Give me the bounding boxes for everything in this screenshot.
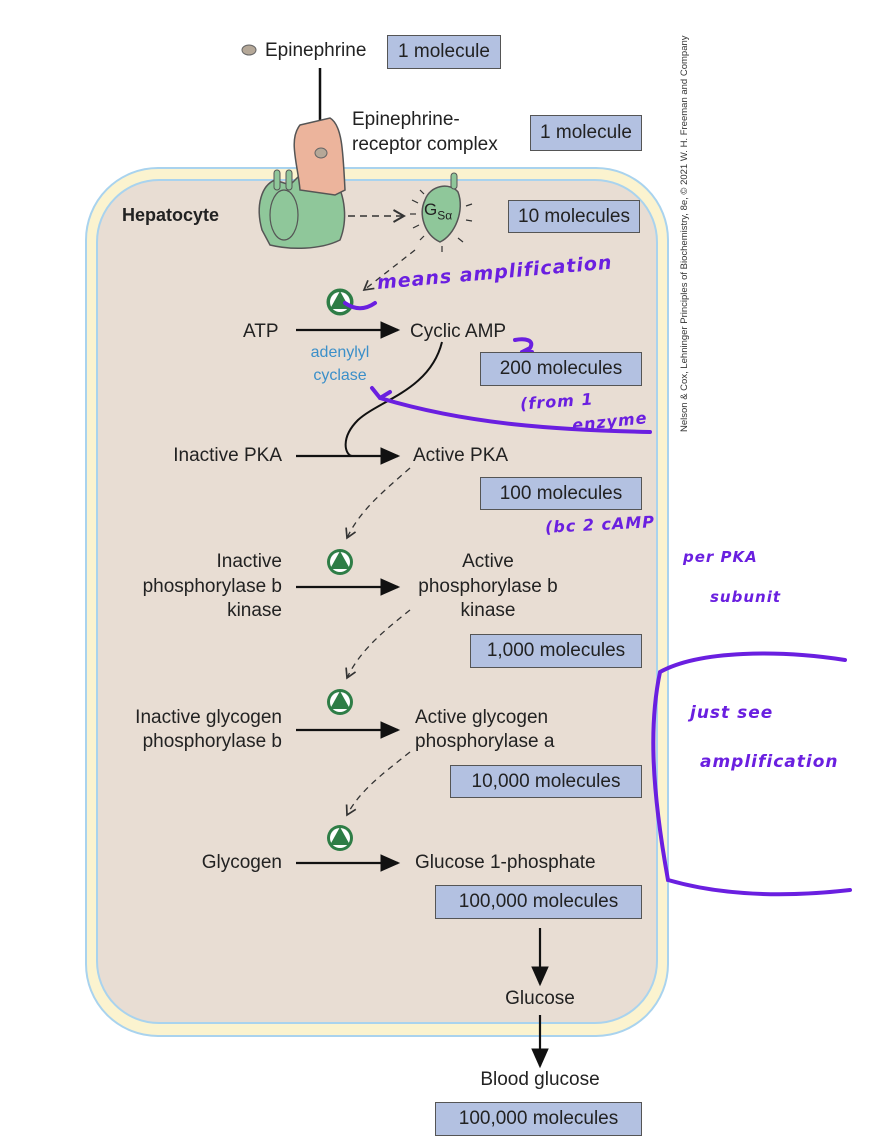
gs-label-sub: Sα xyxy=(437,208,453,223)
note-bc-2: per PKA xyxy=(683,548,758,566)
atp-label: ATP xyxy=(243,321,279,342)
count-box: 100,000 molecules xyxy=(435,1102,642,1136)
count-box: 1 molecule xyxy=(530,115,642,151)
glycogen-label: Glycogen xyxy=(201,852,282,873)
count-box: 100 molecules xyxy=(480,477,642,510)
note-bc-3: subunit xyxy=(710,588,782,606)
glucose-1-phosphate-label: Glucose 1-phosphate xyxy=(415,852,596,873)
handwritten-marks xyxy=(343,301,852,897)
epinephrine-label: Epinephrine xyxy=(265,40,367,61)
active-phosphorylase-1: Active glycogen xyxy=(415,707,549,728)
complex-label-2: receptor complex xyxy=(352,134,498,155)
gs-alpha-icon xyxy=(410,172,473,252)
gs-label-main: G xyxy=(424,200,438,219)
credit-text: Nelson & Cox, Lehninger Principles of Bi… xyxy=(679,35,690,432)
note-just-1: just see xyxy=(690,703,774,723)
epinephrine-icon xyxy=(241,44,257,56)
amplification-icon xyxy=(327,689,353,715)
amplification-icon xyxy=(327,825,353,851)
active-kinase-1: Active xyxy=(462,551,514,572)
cell-interior xyxy=(96,179,658,1024)
count-box: 200 molecules xyxy=(480,352,642,386)
active-kinase-3: kinase xyxy=(460,600,516,621)
inactive-phosphorylase-1: Inactive glycogen xyxy=(135,707,282,728)
inactive-phosphorylase-2: phosphorylase b xyxy=(142,731,282,752)
count-box: 1 molecule xyxy=(387,35,501,69)
count-box: 10,000 molecules xyxy=(450,765,642,798)
inactive-pka-label: Inactive PKA xyxy=(173,445,282,466)
inactive-kinase-1: Inactive xyxy=(216,551,282,572)
count-box: 1,000 molecules xyxy=(470,634,642,668)
cell-label: Hepatocyte xyxy=(122,205,220,225)
inactive-kinase-3: kinase xyxy=(227,600,282,621)
camp-label: Cyclic AMP xyxy=(410,321,507,342)
enzyme-label-1: adenylyl xyxy=(310,344,370,361)
count-box: 100,000 molecules xyxy=(435,885,642,919)
active-pka-label: Active PKA xyxy=(413,445,509,466)
blood-glucose-label: Blood glucose xyxy=(480,1069,600,1090)
amplification-icon xyxy=(327,549,353,575)
amplification-icon xyxy=(326,288,354,316)
complex-label-1: Epinephrine- xyxy=(352,109,460,130)
receptor-icon xyxy=(258,117,346,250)
count-box: 10 molecules xyxy=(508,200,640,233)
glucose-label: Glucose xyxy=(505,988,575,1009)
active-phosphorylase-2: phosphorylase a xyxy=(415,731,555,752)
enzyme-label-2: cyclase xyxy=(313,367,367,384)
gs-label: GSα xyxy=(424,198,452,227)
active-kinase-2: phosphorylase b xyxy=(418,576,558,597)
inactive-kinase-2: phosphorylase b xyxy=(142,576,282,597)
note-just-2: amplification xyxy=(700,752,839,772)
